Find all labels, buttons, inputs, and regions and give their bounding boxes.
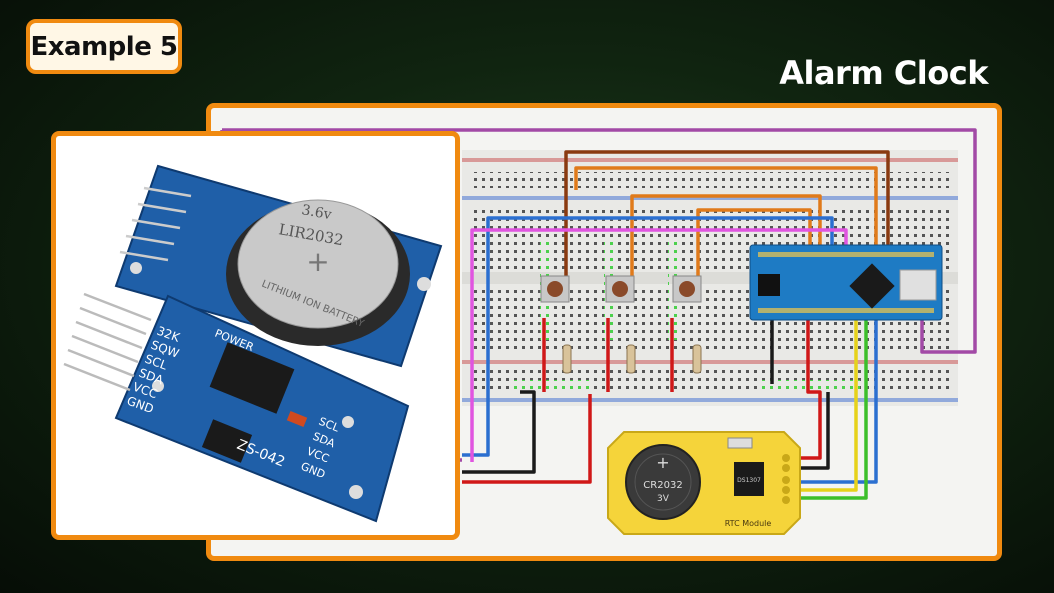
ds3231-illustration: 3.6v LIR2032 + LITHIUM ION BATTERY (63, 164, 443, 523)
example-badge: Example 5 (26, 19, 182, 74)
zs042-board: 32K SQW SCL SDA VCC GND POWER ZS-042 SCL… (63, 292, 410, 523)
svg-text:+: + (656, 453, 669, 472)
zs042-pins-left: 32K SQW SCL SDA VCC GND (125, 324, 183, 417)
rtc-chip-label: DS1307 (737, 477, 761, 484)
wire-blue-rtc (790, 318, 878, 484)
wire-orange-1 (574, 166, 878, 250)
wire-brown (564, 150, 890, 280)
address-pin-a0: A0 (238, 481, 254, 496)
zs042-address-pins: A0 A1 A2 (238, 481, 282, 508)
wire-orange-2 (630, 194, 822, 280)
wire-yellow (790, 318, 858, 492)
address-pin-a1: A1 (252, 487, 268, 502)
rtc-module-label: RTC Module (725, 519, 772, 528)
battery-voltage: 3.6v (300, 202, 333, 223)
wire-red-left (462, 394, 592, 484)
wire-red-rtc (790, 318, 822, 460)
module-photo: 3.6v LIR2032 + LITHIUM ION BATTERY (51, 131, 460, 540)
rtc-module: + CR2032 3V DS1307 RTC Module (607, 431, 801, 535)
page-title: Alarm Clock (779, 54, 988, 92)
resistors (562, 344, 702, 374)
example-label: Example 5 (30, 31, 178, 62)
svg-text:+: + (306, 245, 329, 278)
wire-black-2 (462, 390, 536, 474)
wire-black-rtc (790, 392, 830, 470)
rtc-battery-voltage: 3V (657, 494, 670, 504)
address-pin-a2: A2 (266, 493, 282, 508)
push-buttons (540, 275, 702, 303)
wire-purple (222, 128, 977, 354)
ds3231-battery-board: 3.6v LIR2032 + LITHIUM ION BATTERY (114, 164, 443, 368)
wire-magenta (470, 228, 848, 462)
rtc-battery-model: CR2032 (643, 480, 682, 491)
arduino-nano (749, 244, 943, 321)
wire-green (790, 318, 868, 500)
